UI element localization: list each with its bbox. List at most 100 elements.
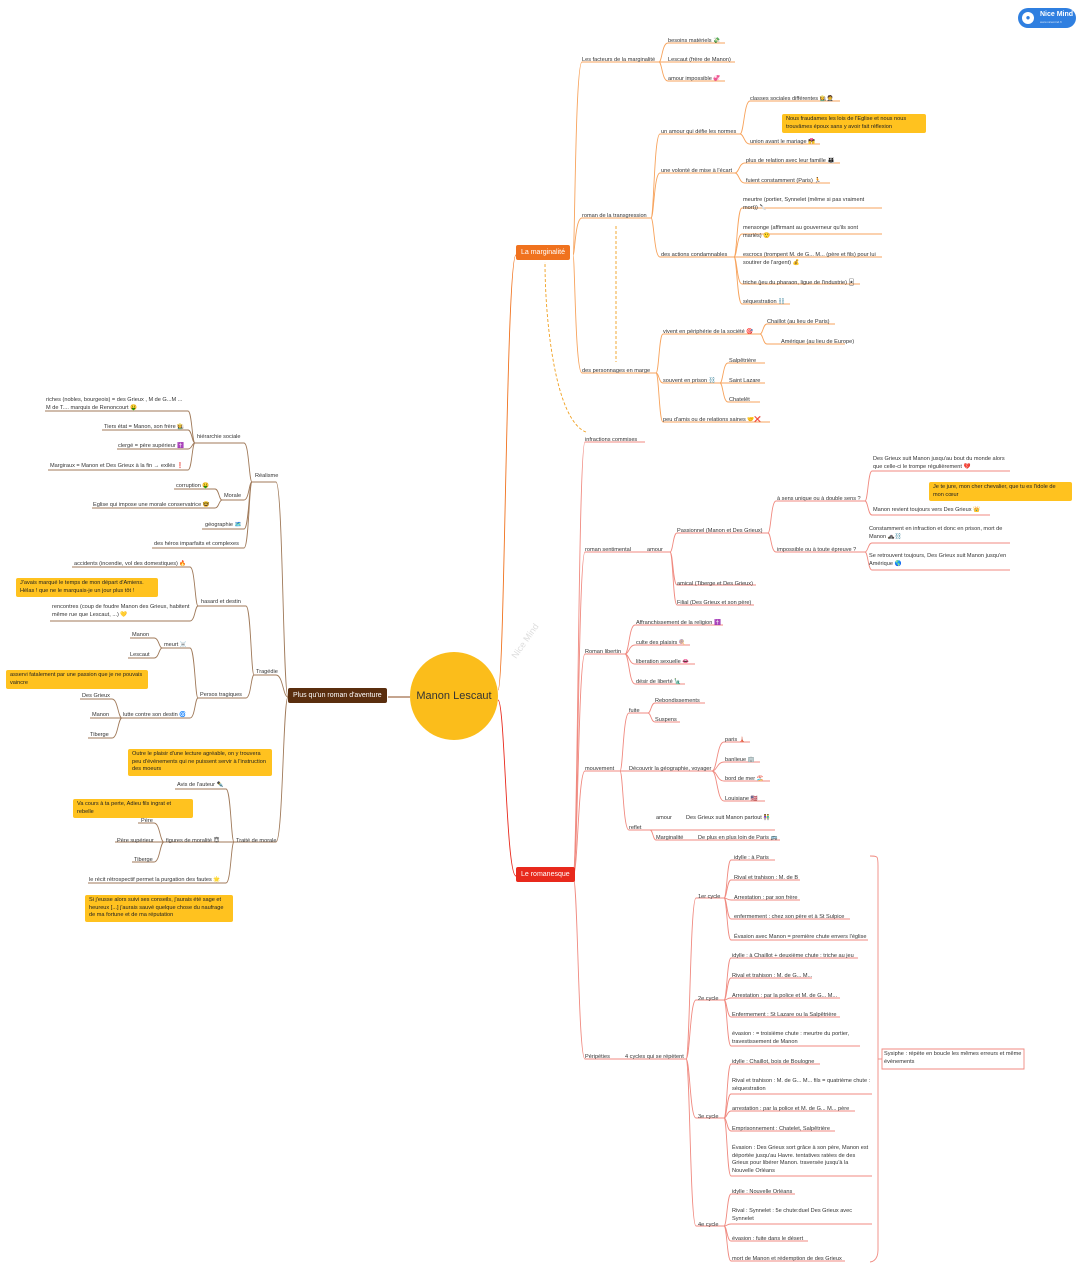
topic-cycles[interactable]: 4 cycles qui se répètent (625, 1054, 684, 1060)
topic-figures[interactable]: figures de moralité 😇 (166, 838, 220, 844)
topic-hierarchie[interactable]: hiérarchie sociale (197, 434, 241, 440)
topic-item[interactable]: Chatelêt (729, 397, 750, 403)
cycle-label[interactable]: 1er cycle (698, 894, 721, 900)
topic-item[interactable]: mensonge (affirmant au gouverneur qu'ils… (743, 225, 859, 239)
topic-item[interactable]: Père (141, 818, 153, 824)
topic-item[interactable]: bord de mer 🏖️ (725, 776, 764, 782)
topic-item[interactable]: des héros imparfaits et complexes (154, 541, 239, 547)
topic-morale[interactable]: Morale (224, 493, 242, 499)
topic-item[interactable]: le récit rétrospectif permet la purgatio… (89, 877, 221, 883)
topic-fuite[interactable]: fuite (629, 708, 640, 714)
topic-item[interactable]: désir de liberté 🗽 (636, 679, 682, 685)
topic-item[interactable]: Marginalité (656, 835, 684, 841)
topic-prison[interactable]: souvent en prison ⛓️ (663, 378, 716, 384)
quote-note[interactable]: Va cours à ta perte, Adieu fils ingrat e… (73, 799, 193, 819)
topic-item[interactable]: meurtre (portier, Synnelet (même si pas … (743, 197, 865, 211)
topic-item[interactable]: clergé = père supérieur ✝️ (118, 443, 185, 449)
topic-item[interactable]: escrocs (trompent M. de G... M... (père … (743, 252, 876, 266)
topic-item[interactable]: Père supérieur (117, 838, 154, 844)
quote-note[interactable]: Je te jure, mon cher chevalier, que tu e… (929, 482, 1072, 502)
topic-item[interactable]: union avant le mariage 💏 (750, 139, 816, 145)
topic-facteurs[interactable]: Les facteurs de la marginalité (582, 57, 656, 63)
topic-item[interactable]: paris 🗼 (725, 737, 746, 743)
branch-aventure[interactable]: Plus qu'un roman d'aventure (288, 688, 387, 703)
topic-item[interactable]: Amérique (au lieu de Europe) (781, 339, 855, 345)
cycle-label[interactable]: 3e cycle (698, 1114, 719, 1120)
cycle-item[interactable]: Arrestation : par son frère (734, 895, 798, 901)
topic-libertin[interactable]: Roman libertin (585, 649, 622, 655)
topic-lutte[interactable]: lutte contre son destin 🌀 (123, 712, 187, 718)
cycle-item[interactable]: idylle : Chaillot, bois de Boulogne (732, 1059, 815, 1065)
topic-item[interactable]: Louisiane 🇺🇸 (725, 796, 758, 802)
cycle-item[interactable]: Arrestation : par la police et M. de G..… (732, 993, 838, 999)
cycle-item[interactable]: Emprisonnement : Chatelet, Salpêtrière (732, 1126, 830, 1132)
cycle-item[interactable]: Enfermement : St Lazare ou la Salpêtrièr… (732, 1012, 837, 1018)
topic-item[interactable]: Chaillot (au lieu de Paris) (767, 319, 830, 325)
topic-item[interactable]: Des Grieux suit Manon partout 👫 (686, 815, 771, 821)
central-topic[interactable]: Manon Lescaut (410, 652, 498, 740)
topic-filial[interactable]: Filial (Des Grieux et son père) (677, 600, 752, 606)
cycle-item[interactable]: Rival et trahison : M. de G... M... (732, 973, 813, 979)
cycle-item[interactable]: Rival et trahison : M. de G... M... fils… (732, 1078, 871, 1092)
topic-persos[interactable]: Persos tragiques (200, 692, 242, 698)
topic-item[interactable]: Saint Lazare (729, 378, 761, 384)
topic-item[interactable]: Constamment en infraction et donc en pri… (869, 526, 1003, 540)
topic-item[interactable]: Manon revient toujours vers Des Grieux 👑 (873, 507, 981, 513)
topic-item[interactable]: Suspens (655, 717, 677, 723)
topic-item[interactable]: plus de relation avec leur famille 👨‍👩‍👧 (746, 158, 835, 164)
topic-item[interactable]: Manon (132, 632, 150, 638)
quote-note[interactable]: asservi fatalement par une passion que j… (6, 670, 148, 690)
topic-ecart[interactable]: une volonté de mise à l'écart (661, 168, 733, 174)
topic-reflet[interactable]: reflet (629, 825, 642, 831)
cycle-label[interactable]: 4e cycle (698, 1222, 719, 1228)
topic-item[interactable]: Des Grieux suit Manon jusqu'au bout du m… (873, 456, 1005, 470)
topic-item[interactable]: Se retrouvent toujours, Des Grieux suit … (869, 553, 1007, 567)
topic-item[interactable]: besoins matériels 💸 (668, 38, 721, 44)
topic-item[interactable]: De plus en plus loin de Paris 🚌 (698, 835, 778, 841)
topic-item[interactable]: Tiberge (90, 732, 109, 738)
topic-peripherie[interactable]: vivent en périphérie de la société 🎯 (663, 329, 754, 335)
cycle-item[interactable]: arrestation : par la police et M. de G..… (732, 1106, 850, 1112)
topic-item[interactable]: Margiraux = Manon et Des Grieux à la fin… (50, 463, 184, 469)
nice-mind-logo[interactable]: ● Nice Mind www.nicemind.fr (1018, 8, 1076, 28)
topic-amical[interactable]: amical (Tiberge et Des Grieux) (677, 581, 753, 587)
branch-marginalite[interactable]: La marginalité (516, 245, 570, 260)
cycle-item[interactable]: mort de Manon et rédemption de des Grieu… (732, 1256, 842, 1262)
topic-item[interactable]: Manon (92, 712, 110, 718)
cycle-label[interactable]: 2e cycle (698, 996, 719, 1002)
topic-item[interactable]: Lescaut (130, 652, 150, 658)
topic-normes[interactable]: un amour qui défie les normes (661, 129, 737, 135)
topic-passionnel[interactable]: Passionnel (Manon et Des Grieux) (677, 528, 763, 534)
quote-note[interactable]: Si j'eusse alors suivi ses conseils, j'a… (85, 895, 233, 922)
topic-item[interactable]: riches (nobles, bourgeois) = des Grieux … (46, 397, 183, 411)
topic-item[interactable]: triche (jeu du pharaon, ligue de l'indus… (743, 280, 855, 286)
topic-item[interactable]: amour (656, 815, 672, 821)
topic-tragedie[interactable]: Tragédie (256, 669, 278, 675)
topic-hasard[interactable]: hasard et destin (201, 599, 241, 605)
summary-note[interactable]: Sysiphe : répète en boucle les mêmes err… (884, 1051, 1022, 1065)
topic-item[interactable]: fuient constamment (Paris) 🏃 (746, 178, 822, 184)
topic-item[interactable]: corruption 🤑 (176, 483, 210, 489)
topic-item[interactable]: séquestration ⛓️ (743, 299, 786, 305)
topic-item[interactable]: liberation sexuelle 👄 (636, 659, 690, 665)
topic-item[interactable]: banlieue 🏢 (725, 757, 755, 763)
topic-marge[interactable]: des personnages en marge (582, 368, 651, 374)
topic-amour[interactable]: amour (647, 547, 663, 553)
cycle-item[interactable]: évasion : fuite dans le désert (732, 1236, 804, 1242)
cycle-item[interactable]: Évasion : Des Grieux sort grâce à son pè… (732, 1145, 869, 1174)
topic-sens[interactable]: à sens unique ou à double sens ? (777, 496, 861, 502)
topic-item[interactable]: Affranchissement de la religion ✝️ (636, 620, 721, 626)
topic-item[interactable]: culte des plaisirs 🍭 (636, 640, 686, 646)
topic-item[interactable]: géographie 🗺️ (205, 522, 242, 528)
topic-sentimental[interactable]: roman sentimental (585, 547, 632, 553)
topic-item[interactable]: amour impossible 💞 (668, 76, 721, 82)
topic-item[interactable]: accidents (incendie, vol des domestiques… (74, 561, 187, 567)
quote-note[interactable]: Outre le plaisir d'une lecture agréable,… (128, 749, 272, 776)
cycle-item[interactable]: Rival et trahison : M. de B (734, 875, 799, 881)
topic-traite[interactable]: Traité de morale (236, 838, 277, 844)
cycle-item[interactable]: idylle : à Chaillot + deuxième chute : t… (732, 953, 854, 959)
topic-item[interactable]: rencontres (coup de foudre Manon des Gri… (52, 604, 190, 618)
topic-item[interactable]: Tiberge (134, 857, 153, 863)
topic-avis[interactable]: Avis de l'auteur ✒️ (177, 782, 224, 788)
topic-item[interactable]: Rebondissements (655, 698, 700, 704)
